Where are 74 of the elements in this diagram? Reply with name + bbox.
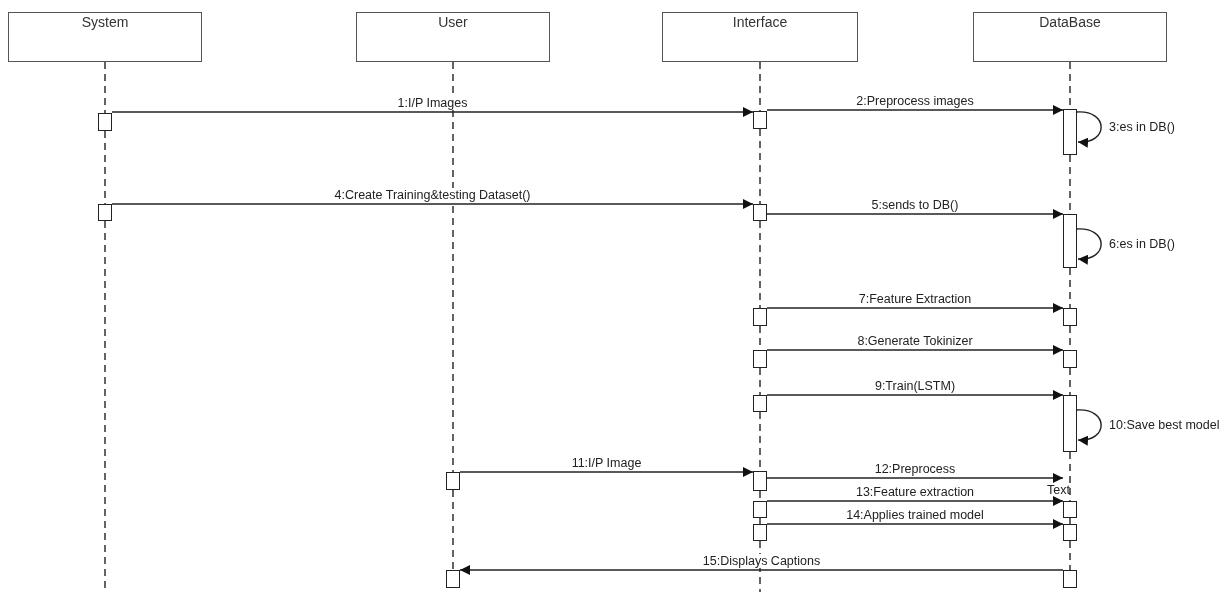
lifeline [1069, 267, 1071, 309]
message-label: 1:I/P Images [395, 96, 470, 110]
activation-bar [98, 204, 112, 221]
message-arrow [1076, 228, 1102, 264]
activation-bar [753, 350, 767, 368]
activation-bar [753, 501, 767, 518]
message-label: 6:es in DB() [1107, 237, 1177, 251]
lifeline [1069, 540, 1071, 571]
lifeline [759, 128, 761, 205]
participant-name: User [438, 14, 468, 30]
message-label: 8:Generate Tokinizer [855, 334, 975, 348]
message-label: 13:Feature extraction [853, 485, 977, 499]
message-arrow [766, 105, 1064, 115]
message-label: 14:Applies trained model [844, 508, 986, 522]
activation-bar [1063, 570, 1077, 588]
lifeline [1069, 451, 1071, 502]
message-label: 15:Displays Captions [700, 554, 823, 568]
activation-bar [753, 471, 767, 491]
message-arrow [459, 467, 754, 477]
activation-bar [446, 570, 460, 588]
participant-name: Interface [732, 14, 788, 30]
message-label: 7:Feature Extraction [856, 292, 974, 306]
message-arrow [766, 496, 1064, 506]
participant-name: DataBase [1039, 14, 1101, 30]
activation-bar [1063, 395, 1077, 452]
activation-bar [1063, 109, 1077, 155]
activation-bar [753, 308, 767, 326]
lifeline [452, 489, 454, 571]
message-arrow [766, 473, 1064, 483]
message-arrow [459, 565, 1064, 575]
participant-box [356, 12, 550, 62]
activation-bar [1063, 214, 1077, 268]
message-label: 2:Preprocess images [854, 94, 976, 108]
message-label: 11:I/P Image [569, 456, 644, 470]
message-label: 4:Create Training&testing Dataset() [332, 188, 533, 202]
participant-box [662, 12, 858, 62]
message-arrow [766, 345, 1064, 355]
lifeline [1069, 367, 1071, 396]
message-label: 5:sends to DB() [869, 198, 961, 212]
message-arrow [1076, 111, 1102, 147]
message-arrow [766, 209, 1064, 219]
activation-bar [1063, 501, 1077, 518]
message-arrow [1076, 409, 1102, 445]
lifeline [759, 220, 761, 309]
lifeline [759, 61, 761, 112]
lifeline [104, 130, 106, 205]
activation-bar [446, 472, 460, 490]
message-arrow [766, 519, 1064, 529]
activation-bar [1063, 308, 1077, 326]
message-arrow [766, 303, 1064, 313]
note-text: Text [1046, 483, 1071, 497]
activation-bar [753, 111, 767, 129]
lifeline [1069, 517, 1071, 525]
activation-bar [1063, 524, 1077, 541]
message-arrow [111, 199, 754, 209]
participant-box [8, 12, 202, 62]
message-label: 12:Preprocess [872, 462, 958, 476]
activation-bar [753, 395, 767, 412]
message-label: 10:Save best model [1107, 418, 1222, 432]
activation-bar [1063, 350, 1077, 368]
lifeline [452, 61, 454, 473]
message-label: 9:Train(LSTM) [872, 379, 958, 393]
lifeline [759, 540, 761, 592]
participant-name: System [81, 14, 129, 30]
participant-box [973, 12, 1167, 62]
lifeline [759, 367, 761, 396]
message-arrow [766, 390, 1064, 400]
lifeline [759, 517, 761, 525]
message-arrow [111, 107, 754, 117]
lifeline [104, 61, 106, 114]
activation-bar [98, 113, 112, 131]
activation-bar [753, 204, 767, 221]
message-label: 3:es in DB() [1107, 120, 1177, 134]
activation-bar [753, 524, 767, 541]
